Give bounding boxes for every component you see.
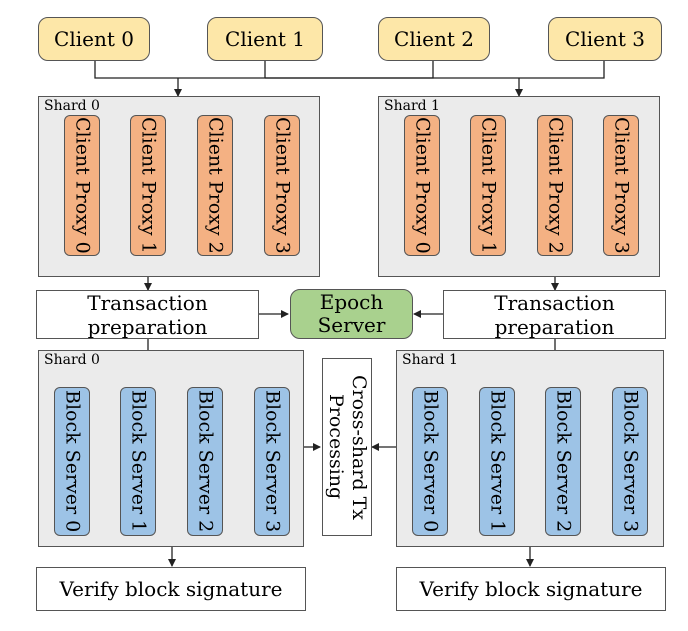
epoch-server: Epoch Server [290, 289, 413, 339]
shard-label: Shard 1 [402, 352, 458, 368]
shard-1-client-proxy-0: Client Proxy 0 [404, 115, 440, 256]
shard-label: Shard 1 [384, 98, 440, 114]
shard-0-block-server-1: Block Server 1 [120, 387, 156, 536]
shard-1-client-proxy-3: Client Proxy 3 [603, 115, 639, 256]
shard-1-client-proxy-2: Client Proxy 2 [537, 115, 573, 256]
shard-0-client-proxy-2: Client Proxy 2 [197, 115, 233, 256]
client-0: Client 0 [38, 17, 150, 61]
shard-0-block-server-2: Block Server 2 [187, 387, 223, 536]
shard-0-transaction-preparation: Transaction preparation [36, 290, 259, 339]
shard-label: Shard 0 [44, 98, 100, 114]
shard-1-block-server-2: Block Server 2 [545, 387, 581, 536]
client-1: Client 1 [207, 17, 323, 61]
shard-0-verify-block-signature: Verify block signature [36, 567, 306, 611]
cross-shard-tx-processing: Cross-shard Tx Processing [322, 358, 372, 536]
shard-1-transaction-preparation: Transaction preparation [443, 290, 666, 339]
shard-label: Shard 0 [44, 352, 100, 368]
shard-1-block-server-0: Block Server 0 [412, 387, 448, 536]
shard-1-block-server-1: Block Server 1 [479, 387, 515, 536]
shard-0-client-proxy-0: Client Proxy 0 [64, 115, 100, 256]
shard-1-block-server-3: Block Server 3 [612, 387, 648, 536]
client-3: Client 3 [548, 17, 662, 61]
shard-0-client-proxy-3: Client Proxy 3 [264, 115, 300, 256]
client-line-right [265, 60, 605, 79]
shard-0-client-proxy-1: Client Proxy 1 [130, 115, 166, 256]
client-2: Client 2 [378, 17, 490, 61]
shard-0-block-server-3: Block Server 3 [254, 387, 290, 536]
client-line-left [94, 60, 434, 79]
shard-1-client-proxy-1: Client Proxy 1 [470, 115, 506, 256]
shard-0-block-server-0: Block Server 0 [54, 387, 90, 536]
shard-1-verify-block-signature: Verify block signature [396, 567, 666, 611]
